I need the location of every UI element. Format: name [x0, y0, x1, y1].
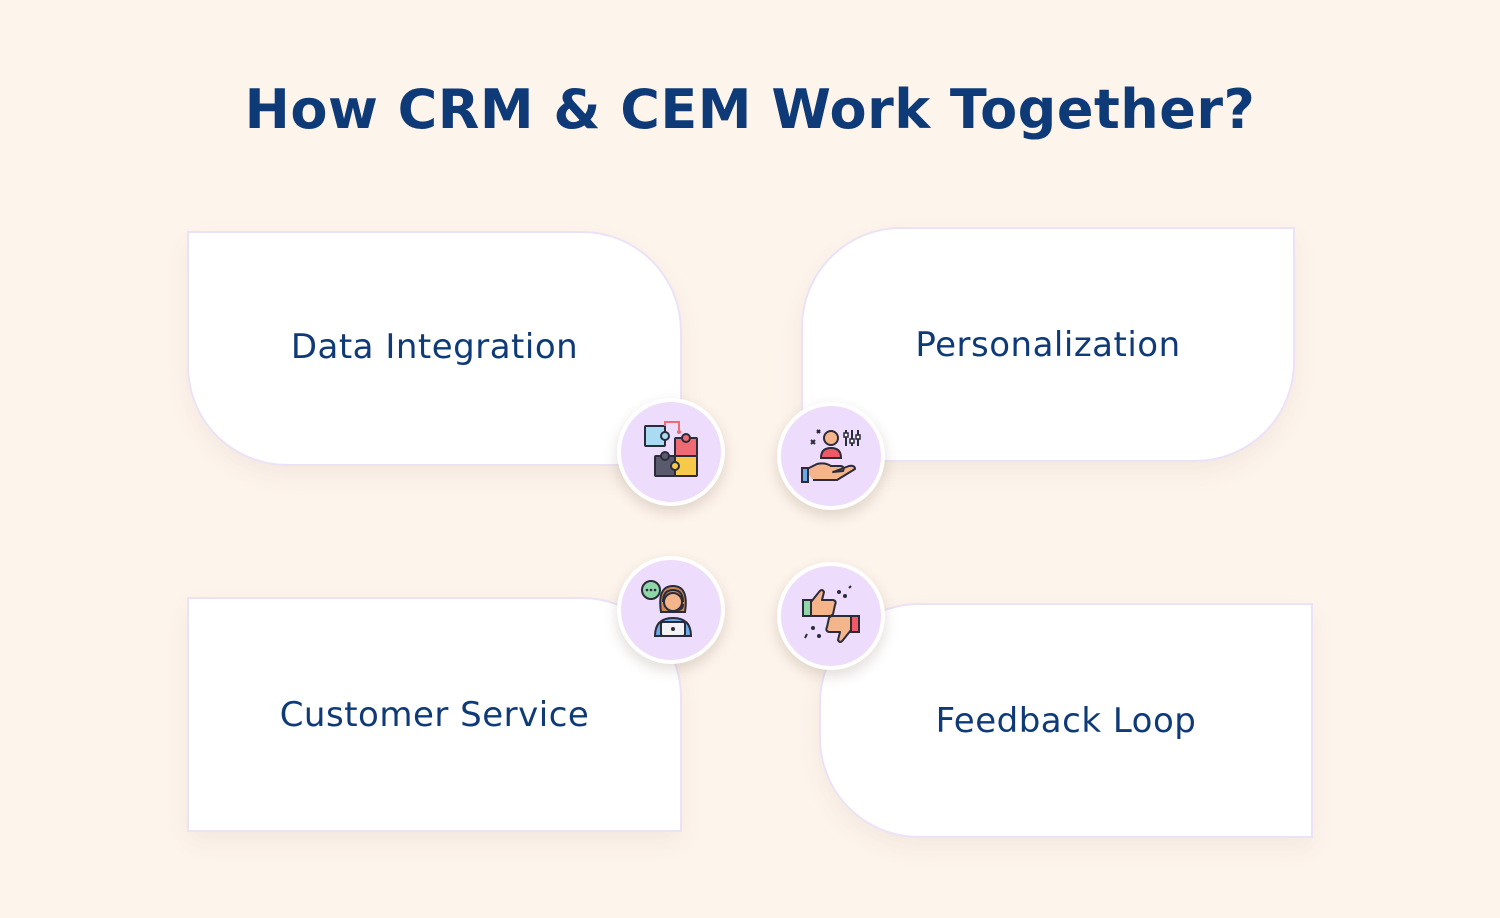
card-label: Personalization — [915, 324, 1181, 365]
card-data-integration: Data Integration — [187, 231, 682, 466]
card-personalization: Personalization — [801, 227, 1295, 462]
card-label: Feedback Loop — [935, 700, 1197, 741]
thumbs-up-down-icon — [777, 562, 885, 670]
page-title: How CRM & CEM Work Together? — [244, 78, 1256, 141]
card-label: Customer Service — [279, 694, 590, 735]
support-agent-icon — [617, 556, 725, 664]
user-hand-settings-icon — [777, 402, 885, 510]
card-customer-service: Customer Service — [187, 597, 682, 832]
card-feedback-loop: Feedback Loop — [819, 603, 1313, 838]
puzzle-icon — [617, 398, 725, 506]
card-label: Data Integration — [290, 326, 579, 367]
